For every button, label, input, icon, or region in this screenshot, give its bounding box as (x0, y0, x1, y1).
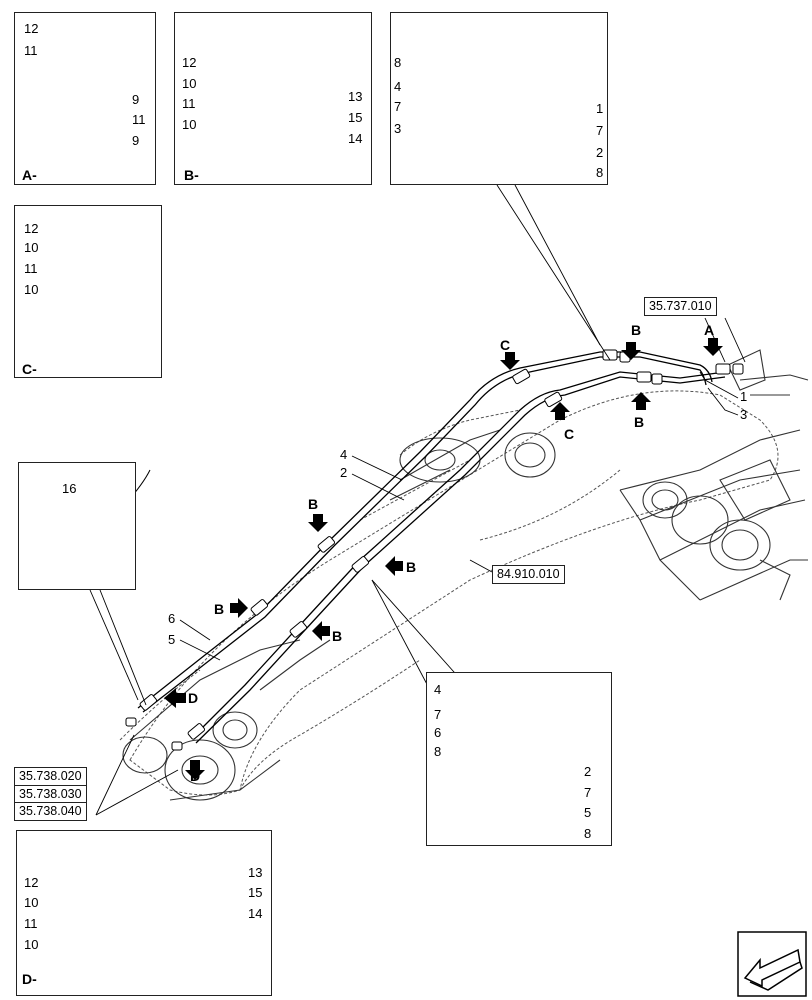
top-detail-box (390, 12, 608, 185)
callout-c-12: 12 (24, 221, 39, 236)
sensor-detail-box (18, 462, 136, 590)
callout-pipe-4: 4 (340, 447, 348, 462)
callout-d-14: 14 (248, 906, 263, 921)
view-d-label: D- (22, 971, 37, 987)
callout-top-8-right: 8 (596, 165, 604, 180)
arrow-label-b-left: B (214, 601, 225, 617)
arrow-label-a: A (704, 322, 715, 338)
callout-d-10-bottom: 10 (24, 937, 39, 952)
callout-pipe-2: 2 (340, 465, 348, 480)
callout-d-11: 11 (24, 916, 38, 931)
callout-c-11: 11 (24, 261, 38, 276)
callout-pipe-6: 6 (168, 611, 176, 626)
callout-c-10-top: 10 (24, 240, 39, 255)
callout-c-10-bottom: 10 (24, 282, 39, 297)
callout-mid-7-right: 7 (584, 785, 592, 800)
arrow-label-b-top: B (631, 322, 642, 338)
view-a-label: A- (22, 167, 37, 183)
arrow-label-b-mid-right: B (406, 559, 417, 575)
callout-d-12: 12 (24, 875, 39, 890)
ref-top-right[interactable]: 35.737.010 (644, 297, 717, 316)
callout-a-9-top: 9 (132, 92, 140, 107)
callout-d-15: 15 (248, 885, 263, 900)
callout-d-10-top: 10 (24, 895, 39, 910)
callout-mid-4: 4 (434, 682, 442, 697)
callout-b-11: 11 (182, 96, 196, 111)
ref-bottom-left-3[interactable]: 35.738.040 (14, 802, 87, 822)
callout-pipe-3: 3 (740, 407, 748, 422)
arrow-label-c-lower: C (564, 426, 575, 442)
callout-b-12: 12 (182, 55, 197, 70)
callout-b-15: 15 (348, 110, 363, 125)
leader-lines (89, 184, 746, 816)
callout-top-1: 1 (596, 101, 604, 116)
ref-bottom-left-1[interactable]: 35.738.020 (14, 766, 87, 786)
callout-a-9-bottom: 9 (132, 133, 140, 148)
view-c-label: C- (22, 361, 37, 377)
callout-b-13: 13 (348, 89, 363, 104)
callout-mid-5: 5 (584, 805, 592, 820)
callout-top-3: 3 (394, 121, 402, 136)
callout-a-11-top: 11 (24, 43, 38, 58)
mid-detail-box (426, 672, 612, 846)
direction-arrows (164, 338, 723, 780)
view-c-box (14, 205, 162, 378)
view-b-box (174, 12, 372, 185)
ref-boom[interactable]: 84.910.010 (492, 565, 565, 584)
callout-mid-6: 6 (434, 725, 442, 740)
ref-bottom-left-2[interactable]: 35.738.030 (14, 784, 87, 804)
pipe-clamps (125, 349, 744, 751)
callout-mid-8-left: 8 (434, 744, 442, 759)
callout-b-10-top: 10 (182, 76, 197, 91)
callout-pipe-5: 5 (168, 632, 176, 647)
arrow-label-b-lower-right: B (634, 414, 645, 430)
callout-a-11-bottom: 11 (132, 112, 146, 127)
callout-mid-8-right: 8 (584, 826, 592, 841)
callout-top-8-left: 8 (394, 55, 402, 70)
callout-top-7-right: 7 (596, 123, 604, 138)
arrow-label-c-top: C (500, 337, 511, 353)
ref-bottom-left-stack: 35.738.020 35.738.030 35.738.040 (14, 766, 87, 822)
callout-sensor-16: 16 (62, 481, 77, 496)
boom-structure (122, 349, 809, 801)
callout-a-12: 12 (24, 21, 39, 36)
callout-mid-2: 2 (584, 764, 592, 779)
arrow-label-d-left: D (188, 690, 199, 706)
view-b-label: B- (184, 167, 199, 183)
view-a-box (14, 12, 156, 185)
callout-mid-7-left: 7 (434, 707, 442, 722)
boom-outline (119, 390, 779, 796)
callout-b-14: 14 (348, 131, 363, 146)
arrow-label-d-bottom: D (190, 768, 201, 784)
callout-pipe-1: 1 (740, 389, 748, 404)
view-d-box (16, 830, 272, 996)
callout-top-7-left: 7 (394, 99, 402, 114)
arrow-label-b-lower-mid: B (332, 628, 343, 644)
nav-arrow-icon[interactable] (737, 931, 807, 997)
callout-b-10-bottom: 10 (182, 117, 197, 132)
callout-top-2: 2 (596, 145, 604, 160)
callout-d-13: 13 (248, 865, 263, 880)
arrow-label-b-mid-upper: B (308, 496, 319, 512)
callout-top-4: 4 (394, 79, 402, 94)
